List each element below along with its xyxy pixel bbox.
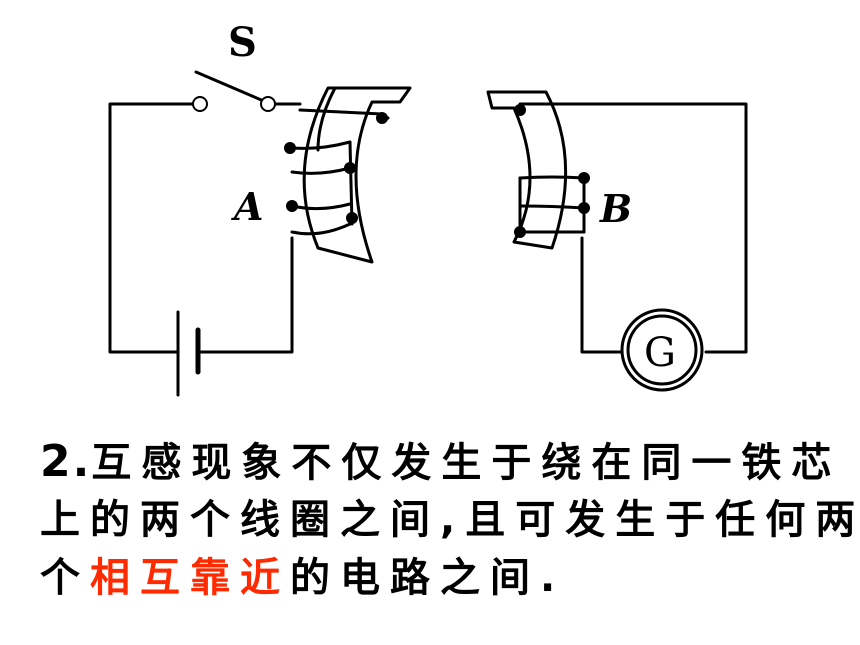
text-line-3-pre: 个	[40, 555, 90, 601]
switch-terminal-right	[260, 96, 276, 112]
galvanometer-label: G	[644, 330, 676, 376]
text-line-1-body: 互感现象不仅发生于绕在同一铁芯	[91, 440, 842, 486]
core-b	[486, 90, 568, 250]
text-line-1: 2.互感现象不仅发生于绕在同一铁芯	[40, 432, 840, 493]
right-circuit-wire-bottom	[580, 236, 622, 354]
left-circuit-wire	[108, 102, 202, 354]
coil-a-winding	[290, 140, 352, 150]
switch-label: S	[228, 19, 257, 66]
left-circuit-wire-right	[196, 236, 294, 354]
highlighted-phrase: 相互靠近	[90, 555, 290, 601]
item-number: 2.	[40, 436, 92, 487]
coil-b-winding	[518, 175, 586, 180]
circuit-diagram: S A B G	[108, 19, 748, 397]
switch-lever	[194, 70, 268, 104]
text-line-3-post: 的电路之间.	[290, 555, 566, 601]
coil-a-label: A	[231, 184, 263, 229]
coil-b-label: B	[599, 186, 632, 231]
right-circuit-wire	[518, 102, 748, 354]
text-line-3: 个相互靠近的电路之间.	[40, 548, 840, 608]
switch-terminal-left	[192, 96, 208, 112]
core-a	[302, 86, 412, 264]
text-line-2: 上的两个线圈之间,且可发生于任何两	[40, 497, 860, 543]
galvanometer	[620, 308, 704, 392]
